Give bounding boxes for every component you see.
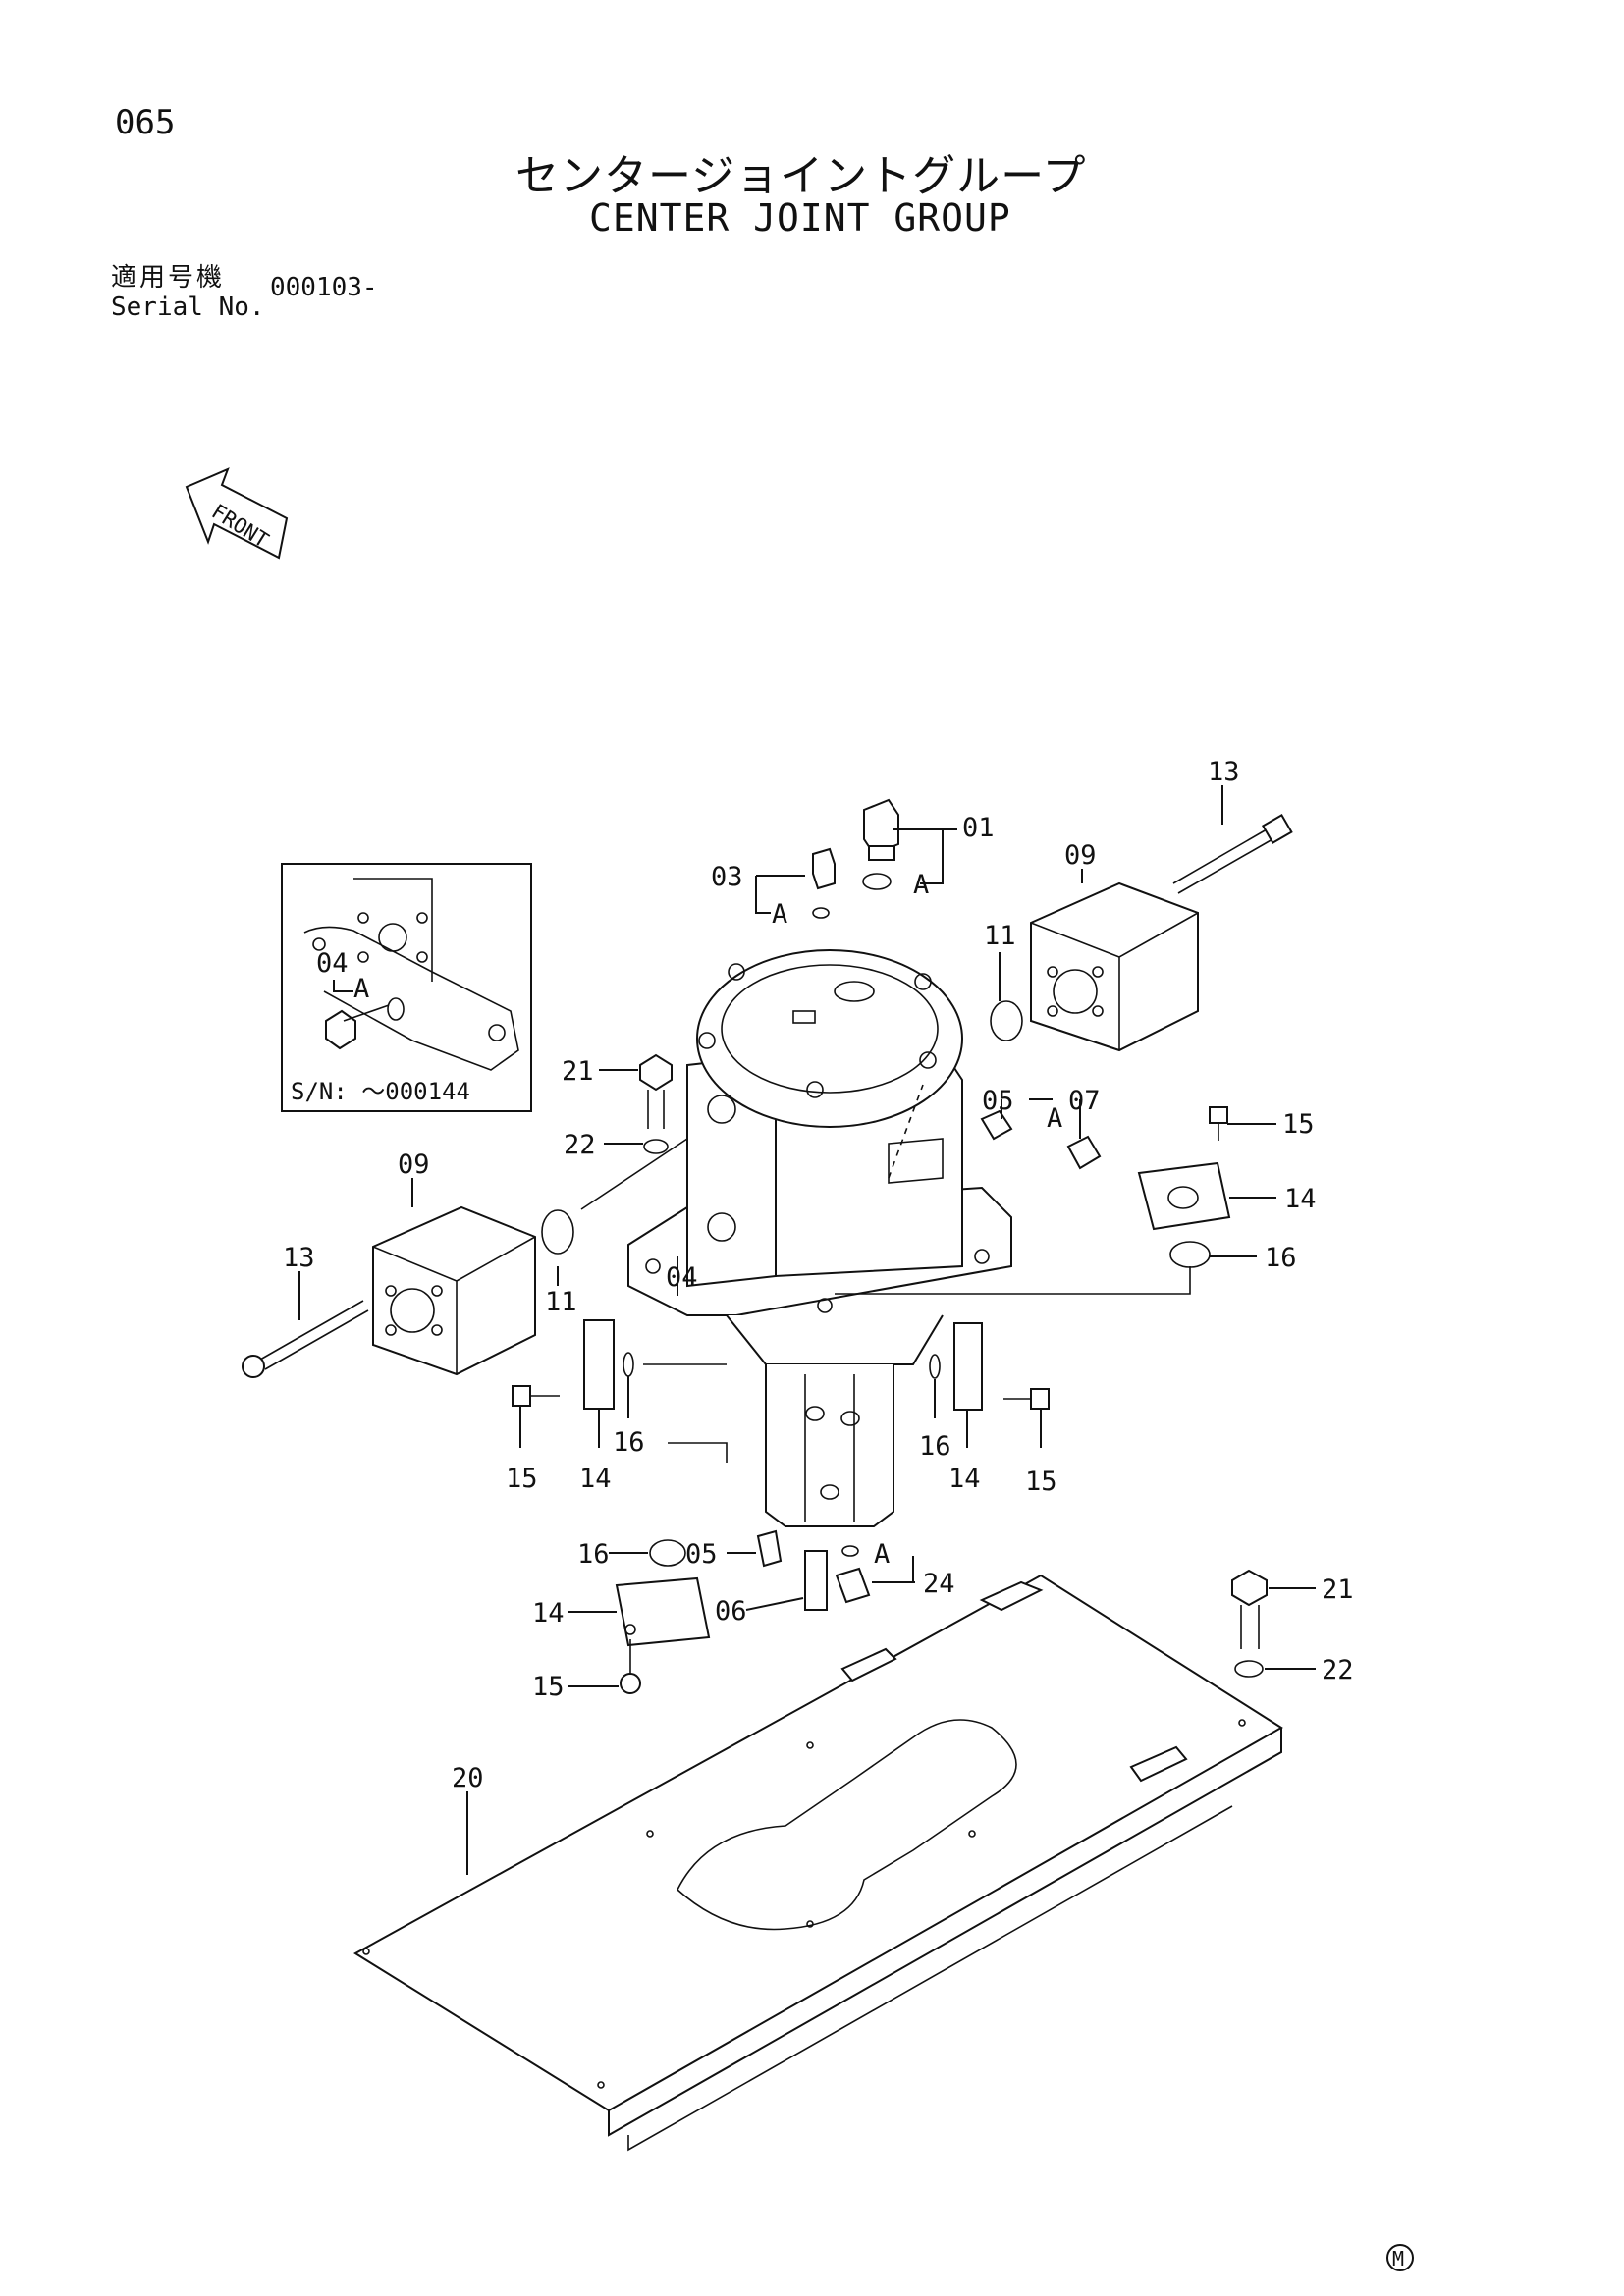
part-label-13-right: 13 xyxy=(1208,757,1240,787)
part-labels: 01 03 04 05 05 06 07 09 09 11 11 13 13 1… xyxy=(283,757,1354,1793)
bolt-15-left-icon xyxy=(512,1385,560,1407)
part-label-15-right-upper: 15 xyxy=(1282,1109,1315,1140)
part-label-04: 04 xyxy=(666,1262,698,1293)
part-label-14-right: 14 xyxy=(948,1464,981,1494)
o-ring-24-icon xyxy=(841,1545,859,1557)
block-09-left xyxy=(372,1205,536,1376)
leader-lines xyxy=(298,785,1316,1875)
o-ring-11-left-icon xyxy=(541,1209,574,1255)
center-joint-body xyxy=(627,949,1012,1316)
ref-label-a-01: A xyxy=(913,870,929,900)
footer-mark-text: M xyxy=(1392,2247,1404,2270)
part-label-20: 20 xyxy=(452,1763,484,1793)
o-ring-16-left-icon xyxy=(623,1352,634,1377)
part-label-14-left: 14 xyxy=(579,1464,612,1494)
part-label-11-right: 11 xyxy=(984,921,1016,951)
ref-label-a-03: A xyxy=(772,899,787,930)
part-label-13-left: 13 xyxy=(283,1243,315,1273)
bolt-15-right-icon xyxy=(1003,1388,1050,1410)
part-label-05-lower: 05 xyxy=(685,1539,718,1570)
center-joint-lower-shaft xyxy=(726,1314,944,1527)
page-number: 065 xyxy=(115,103,176,142)
bolt-13-right-icon xyxy=(1172,813,1293,894)
part-label-22-right: 22 xyxy=(1322,1655,1354,1685)
o-ring-16-right-icon xyxy=(929,1354,941,1379)
bolt-15-right-upper-icon xyxy=(1209,1106,1228,1141)
bolt-21-right-icon xyxy=(1231,1569,1268,1649)
ref-label-a-24: A xyxy=(874,1539,890,1570)
flange-14-left-icon xyxy=(583,1319,615,1410)
flange-14-right-icon xyxy=(953,1322,983,1411)
part-label-16-right: 16 xyxy=(919,1431,951,1462)
part-label-15-left: 15 xyxy=(506,1464,538,1494)
part-label-15-right: 15 xyxy=(1025,1467,1057,1497)
o-ring-16-lower-icon xyxy=(649,1539,686,1567)
part-label-01: 01 xyxy=(962,813,995,843)
o-ring-03-icon xyxy=(812,907,830,919)
flange-14-lower-icon xyxy=(615,1576,711,1647)
fitting-01-icon xyxy=(863,798,899,861)
inset-detail: 04 A S/N: ～000144 xyxy=(281,863,532,1112)
bolt-21-left-icon xyxy=(639,1053,673,1129)
part-label-07: 07 xyxy=(1068,1086,1101,1116)
o-ring-16-right-upper-icon xyxy=(1169,1241,1211,1268)
part-label-21-left: 21 xyxy=(562,1056,594,1087)
part-label-16-right-upper: 16 xyxy=(1265,1243,1297,1273)
washer-22-right-icon xyxy=(1234,1660,1264,1678)
o-ring-01-icon xyxy=(862,873,892,890)
bolt-15-lower-icon xyxy=(620,1639,641,1694)
serial-label-english: Serial No. xyxy=(111,293,265,322)
part-label-14-lower: 14 xyxy=(532,1598,565,1629)
base-plate-20 xyxy=(353,1574,1283,2152)
elbow-24-icon xyxy=(835,1567,871,1604)
flange-14-right-upper-icon xyxy=(1137,1161,1231,1231)
reference-labels: A A A A xyxy=(772,870,1062,1570)
part-label-03: 03 xyxy=(711,862,743,892)
washer-22-left-icon xyxy=(643,1139,669,1154)
inset-serial-caption: S/N: ～000144 xyxy=(291,1078,470,1105)
part-label-15-lower: 15 xyxy=(532,1672,565,1702)
part-label-14-right-upper: 14 xyxy=(1284,1184,1317,1214)
footer-m-mark-icon: M xyxy=(1386,2244,1414,2271)
part-label-16-left: 16 xyxy=(613,1427,645,1458)
title-japanese: センタージョイントグループ xyxy=(515,151,1087,201)
o-ring-11-right-icon xyxy=(990,1000,1023,1041)
part-label-09-right: 09 xyxy=(1064,840,1097,871)
part-label-24: 24 xyxy=(923,1569,955,1599)
serial-label-japanese: 適用号機 xyxy=(111,263,226,293)
part-label-16-lower: 16 xyxy=(577,1539,610,1570)
part-label-05-side: 05 xyxy=(982,1086,1014,1116)
serial-number-value: 000103- xyxy=(270,273,378,302)
ref-label-a-07: A xyxy=(1047,1103,1062,1134)
part-label-22-left: 22 xyxy=(564,1130,596,1160)
block-09-right xyxy=(1030,881,1199,1052)
title-english: CENTER JOINT GROUP xyxy=(589,196,1011,240)
part-label-06: 06 xyxy=(715,1596,747,1627)
elbow-07-icon xyxy=(1066,1135,1102,1170)
inset-ref-label: A xyxy=(353,974,369,1004)
inset-part-label: 04 xyxy=(316,948,349,979)
fitting-05-side-icon xyxy=(980,1109,1013,1141)
fitting-06-icon xyxy=(804,1550,828,1611)
fitting-03-icon xyxy=(812,847,836,890)
bolt-13-left-icon xyxy=(242,1300,369,1378)
front-arrow-icon: FRONT xyxy=(185,467,289,560)
part-label-09-left: 09 xyxy=(398,1149,430,1180)
part-label-11-left: 11 xyxy=(545,1287,577,1317)
part-label-21-right: 21 xyxy=(1322,1575,1354,1605)
fitting-05-lower-icon xyxy=(756,1529,783,1568)
